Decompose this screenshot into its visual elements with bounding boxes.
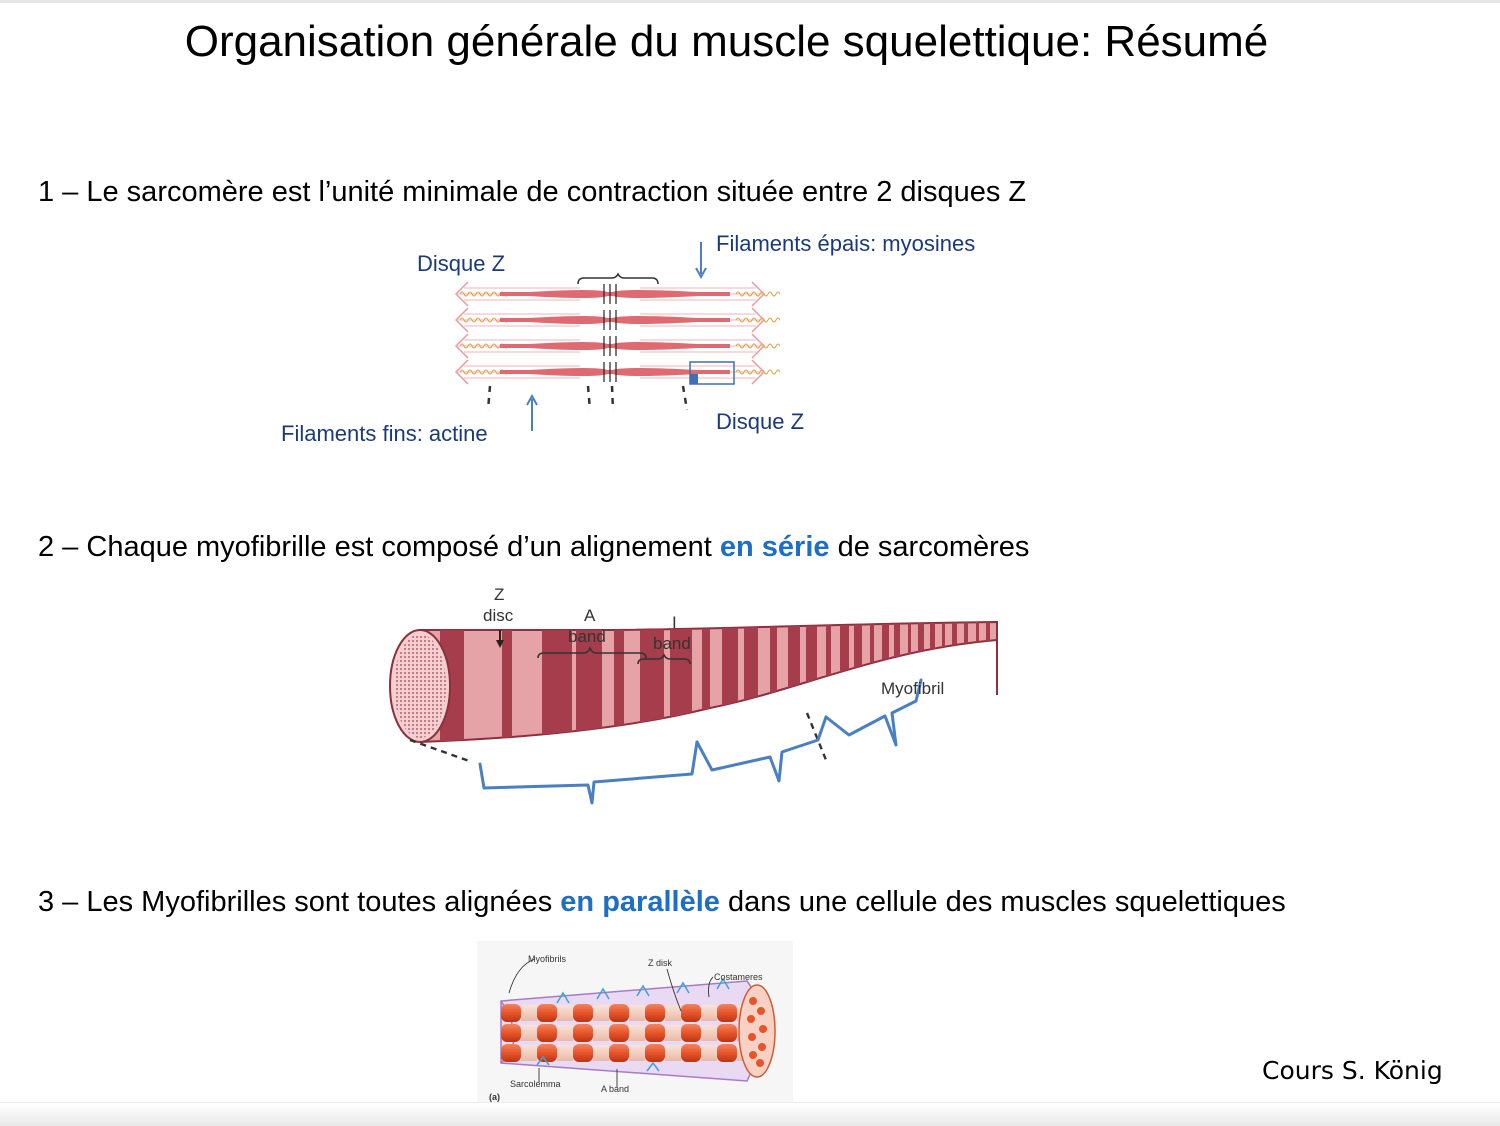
- myofibril-i-band-segment: [629, 1005, 645, 1021]
- myofibril-i-band-segment: [665, 1005, 681, 1021]
- sarcomere-filament-row: [454, 281, 780, 307]
- myofibril-i-band-segment: [521, 1045, 537, 1061]
- myofibril-i-band-segment: [593, 1025, 609, 1041]
- point-3-text: 3 – Les Myofibrilles sont toutes alignée…: [38, 884, 1286, 920]
- myofibril-i-band-segment: [521, 1025, 537, 1041]
- label-disque-z-left: Disque Z: [417, 251, 506, 276]
- point-1-text: 1 – Le sarcomère est l’unité minimale de…: [38, 176, 1027, 208]
- label-panel-a: (a): [489, 1092, 500, 1102]
- label-myofibrils: Myofibrils: [528, 954, 567, 964]
- myofibril-i-band-segment: [557, 1025, 573, 1041]
- point-2-highlight: en série: [719, 531, 830, 563]
- myofibril-a-band-segment: [573, 1024, 593, 1042]
- label-disque-z-right: Disque Z: [716, 409, 805, 434]
- point-2-text: 2 – Chaque myofibrille est composé d’un …: [38, 529, 1029, 565]
- myofibril-i-band-segment: [557, 1005, 573, 1021]
- point-3-highlight: en parallèle: [560, 886, 720, 918]
- myofibril-a-band-segment: [681, 1044, 701, 1062]
- label-z: Z: [494, 585, 505, 604]
- slide-title: Organisation générale du muscle squelett…: [184, 17, 1269, 66]
- myofibril-a-band-segment: [609, 1044, 629, 1062]
- label-a-band-fig3: A band: [601, 1084, 630, 1094]
- point-2-after: de sarcomères: [829, 531, 1030, 563]
- sarcomere-filament-row: [454, 359, 780, 385]
- point-3-after: dans une cellule des muscles squelettiqu…: [719, 886, 1286, 918]
- myofibril-i-band-segment: [701, 1025, 717, 1041]
- label-myofibril: Myofibril: [881, 679, 945, 698]
- label-i: I: [672, 613, 677, 632]
- label-a: A: [584, 606, 596, 625]
- muscle-cell-diagram: [500, 958, 776, 1087]
- myofibril-i-band-segment: [557, 1045, 573, 1061]
- sarcomere-filament-row: [454, 307, 780, 333]
- myofibril-a-band-segment: [573, 1044, 593, 1062]
- myofibril-i-band-segment: [665, 1045, 681, 1061]
- myofibril-a-band-segment: [717, 1044, 737, 1062]
- myofibril-diagram: [389, 620, 998, 805]
- myofibril-a-band-segment: [537, 1024, 557, 1042]
- bottom-band: [0, 1102, 1500, 1126]
- label-sarcolemma: Sarcolemma: [510, 1079, 561, 1089]
- myofibril-i-band-segment: [593, 1045, 609, 1061]
- label-disc: disc: [483, 606, 514, 625]
- label-a-band: band: [568, 627, 606, 646]
- myofibril-i-band-segment: [665, 1025, 681, 1041]
- arrow-thin-filament: [526, 393, 538, 431]
- myofibril-i-band-segment: [701, 1005, 717, 1021]
- label-i-band: band: [653, 634, 691, 653]
- myofibril-a-band-segment: [501, 1044, 521, 1062]
- myofibril-a-band-segment: [645, 1004, 665, 1022]
- myofibril-a-band-segment: [681, 1004, 701, 1022]
- myofibril-a-band-segment: [717, 1004, 737, 1022]
- label-costameres: Costameres: [714, 972, 763, 982]
- point-3-before: 3 – Les Myofibrilles sont toutes alignée…: [38, 886, 561, 918]
- myofibril-i-band-segment: [593, 1005, 609, 1021]
- myofibril-a-band-segment: [609, 1024, 629, 1042]
- myofibril-a-band-segment: [681, 1024, 701, 1042]
- label-thick-filaments: Filaments épais: myosines: [716, 231, 976, 256]
- arrow-thick-filament: [695, 242, 707, 280]
- myofibril-i-band-segment: [521, 1005, 537, 1021]
- sarcomere-diagram: [454, 272, 780, 411]
- myofibril-a-band-segment: [537, 1044, 557, 1062]
- label-thin-filaments: Filaments fins: actine: [281, 421, 488, 446]
- myofibril-i-band-segment: [629, 1025, 645, 1041]
- myofibril-i-band-segment: [701, 1045, 717, 1061]
- myofibril-a-band-segment: [501, 1024, 521, 1042]
- myofibril-i-band-segment: [629, 1045, 645, 1061]
- top-rule: [0, 0, 1500, 3]
- label-z-disk: Z disk: [648, 958, 673, 968]
- myofibril-a-band-segment: [573, 1004, 593, 1022]
- myofibril-a-band-segment: [501, 1004, 521, 1022]
- myofibril-a-band-segment: [717, 1024, 737, 1042]
- myofibril-a-band-segment: [609, 1004, 629, 1022]
- course-credit: Cours S. König: [1262, 1056, 1443, 1085]
- myofibril-a-band-segment: [537, 1004, 557, 1022]
- myofibril-a-band-segment: [645, 1024, 665, 1042]
- point-2-before: 2 – Chaque myofibrille est composé d’un …: [38, 531, 720, 563]
- myofibril-a-band-segment: [645, 1044, 665, 1062]
- sarcomere-filament-row: [454, 333, 780, 359]
